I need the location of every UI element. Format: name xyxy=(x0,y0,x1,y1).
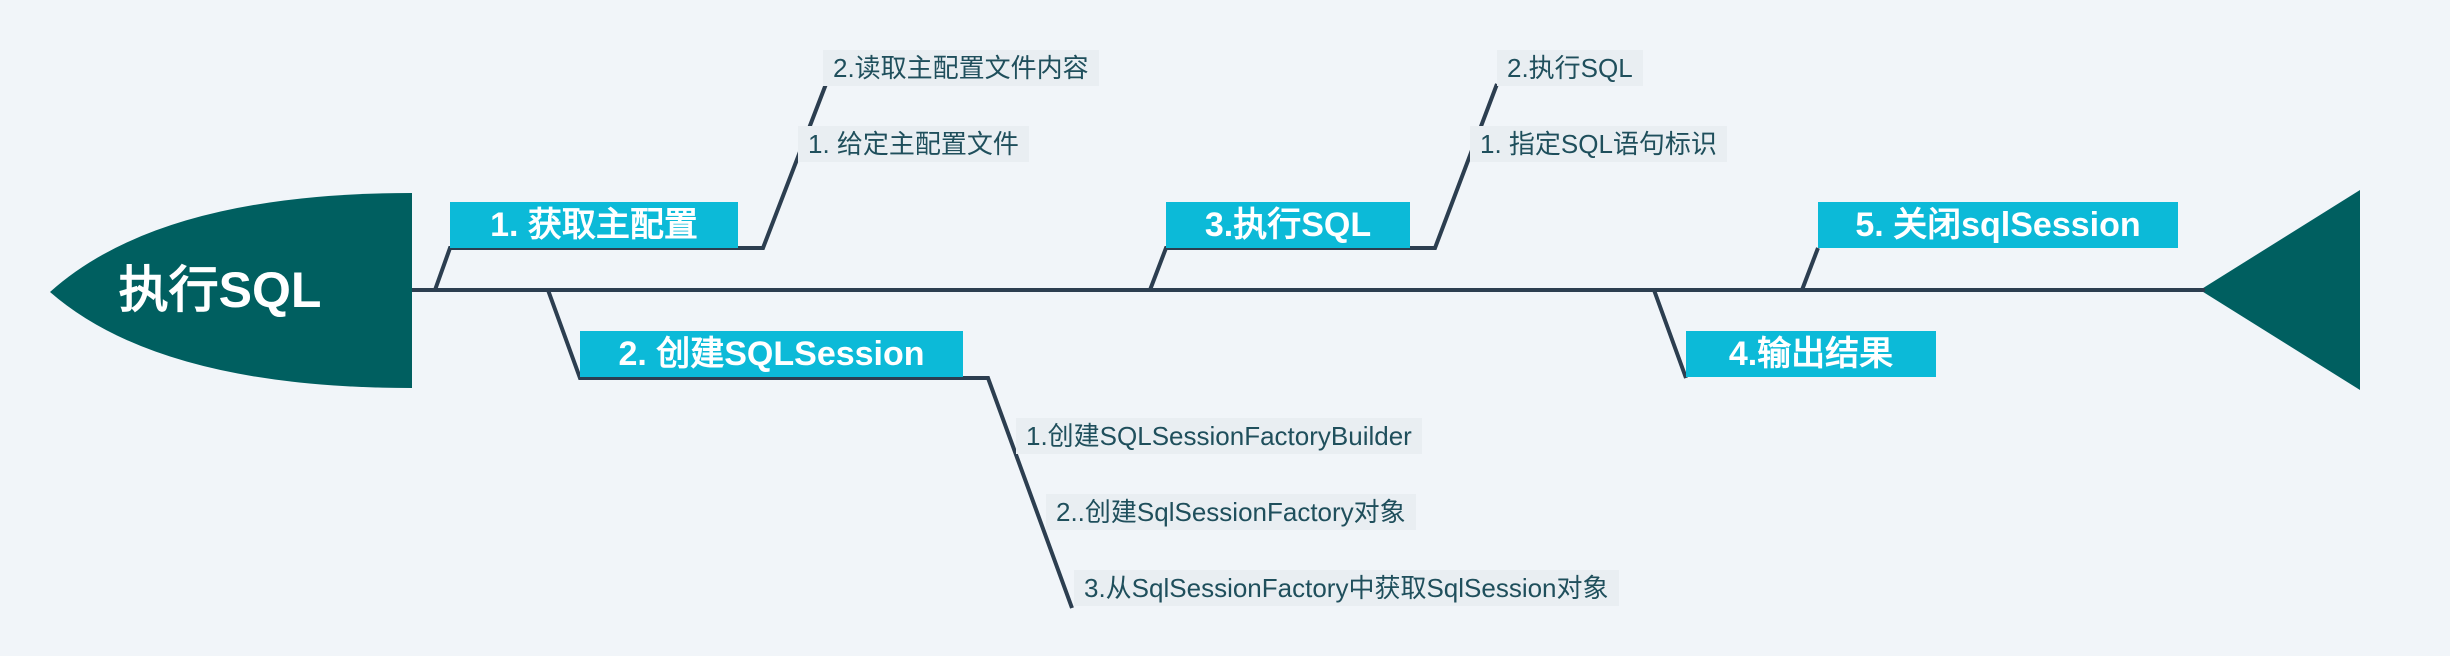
topic-3[interactable]: 3.执行SQL xyxy=(1166,202,1410,248)
topic-5[interactable]: 5. 关闭sqlSession xyxy=(1818,202,2178,248)
topic-1[interactable]: 1. 获取主配置 xyxy=(450,202,738,248)
branch-line-topic-2 xyxy=(546,289,963,380)
topic-2[interactable]: 2. 创建SQLSession xyxy=(580,331,963,377)
subtopic-3-1[interactable]: 1. 指定SQL语句标识 xyxy=(1470,126,1727,162)
branch-line-topic-3 xyxy=(1148,246,1410,291)
subtopic-3-2[interactable]: 2.执行SQL xyxy=(1497,50,1643,86)
subtopic-2-1[interactable]: 1.创建SQLSessionFactoryBuilder xyxy=(1016,418,1422,454)
subtopic-2-3[interactable]: 3.从SqlSessionFactory中获取SqlSession对象 xyxy=(1074,570,1619,606)
fish-tail xyxy=(2200,190,2360,390)
fish-head xyxy=(50,193,412,388)
topic-4[interactable]: 4.输出结果 xyxy=(1686,331,1936,377)
branch-line-topic-4 xyxy=(1652,289,1688,379)
branch-line-topic-5 xyxy=(1800,247,1820,291)
subtopic-2-2[interactable]: 2..创建SqlSessionFactory对象 xyxy=(1046,494,1416,530)
branch-line-topic-1-sub xyxy=(738,83,828,250)
subtopic-1-1[interactable]: 1. 给定主配置文件 xyxy=(798,126,1029,162)
subtopic-1-2[interactable]: 2.读取主配置文件内容 xyxy=(823,50,1099,86)
branch-line-topic-1 xyxy=(433,246,738,291)
branch-line-topic-3-sub xyxy=(1410,83,1499,250)
fish-head-label: 执行SQL xyxy=(118,262,322,318)
branch-line-topic-2-sub xyxy=(963,376,1074,609)
